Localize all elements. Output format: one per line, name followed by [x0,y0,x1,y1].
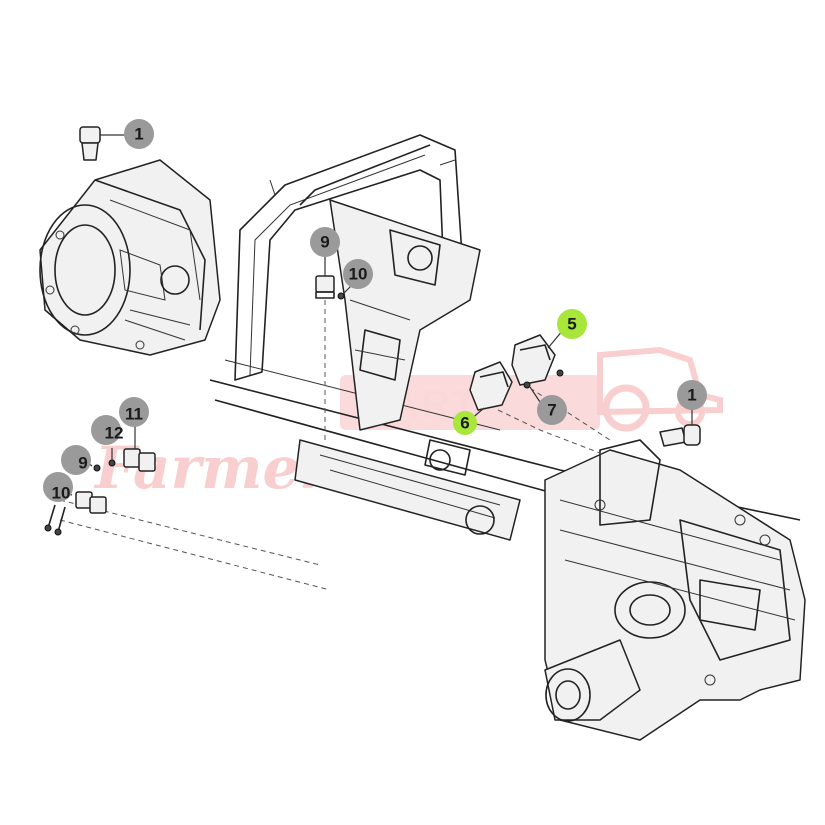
tractor-frame [59,134,801,591]
watermark-text: Farmer [93,434,334,502]
bolts-lower-left [44,504,66,536]
callout-label: 7 [547,401,556,420]
callout-label: 5 [567,315,576,334]
callout-circle [677,380,707,410]
callout-label: 12 [105,424,124,443]
bracket-11 [123,425,156,472]
callout-label: 6 [460,414,469,433]
callout-11: 11 [119,397,149,427]
bolt-12 [108,448,116,467]
callout-circle [537,395,567,425]
callout-label: 9 [78,454,87,473]
callout-circle [124,119,154,149]
rear-transmission [544,439,806,741]
callout-9-upper: 9 [310,227,340,257]
bracket-10-lower [61,491,107,514]
pad-9-upper [315,255,335,440]
callouts: 1 1 5 6 7 9 10 9 [43,119,707,503]
callout-circle [557,309,587,339]
callout-1-right: 1 [677,380,707,410]
callout-10-lower: 10 [43,472,73,503]
mount-pad-5 [511,329,564,386]
callout-label: 10 [52,484,71,503]
callout-6: 6 [453,411,477,435]
callout-label: 9 [320,233,329,252]
callout-10-upper: 10 [343,259,373,289]
callout-circle [453,411,477,435]
plug-right [659,404,701,447]
callout-1-top-left: 1 [124,119,154,149]
callout-circle [310,227,340,257]
callout-circle [91,415,121,445]
callout-label: 11 [125,405,143,424]
callout-circle [119,397,149,427]
callout-circle [43,472,73,502]
callout-12: 12 [91,415,123,445]
callout-7: 7 [537,395,567,425]
callout-9-lower: 9 [61,445,91,475]
callout-circle [61,445,91,475]
plug-top-left [79,126,130,161]
callout-5: 5 [557,309,587,339]
callout-label: 1 [134,125,143,144]
clutch-housing [39,159,221,356]
mount-pad-6 [469,361,513,421]
callout-circle [343,259,373,289]
callout-label: 10 [349,265,368,284]
callout-label: 1 [687,386,696,405]
